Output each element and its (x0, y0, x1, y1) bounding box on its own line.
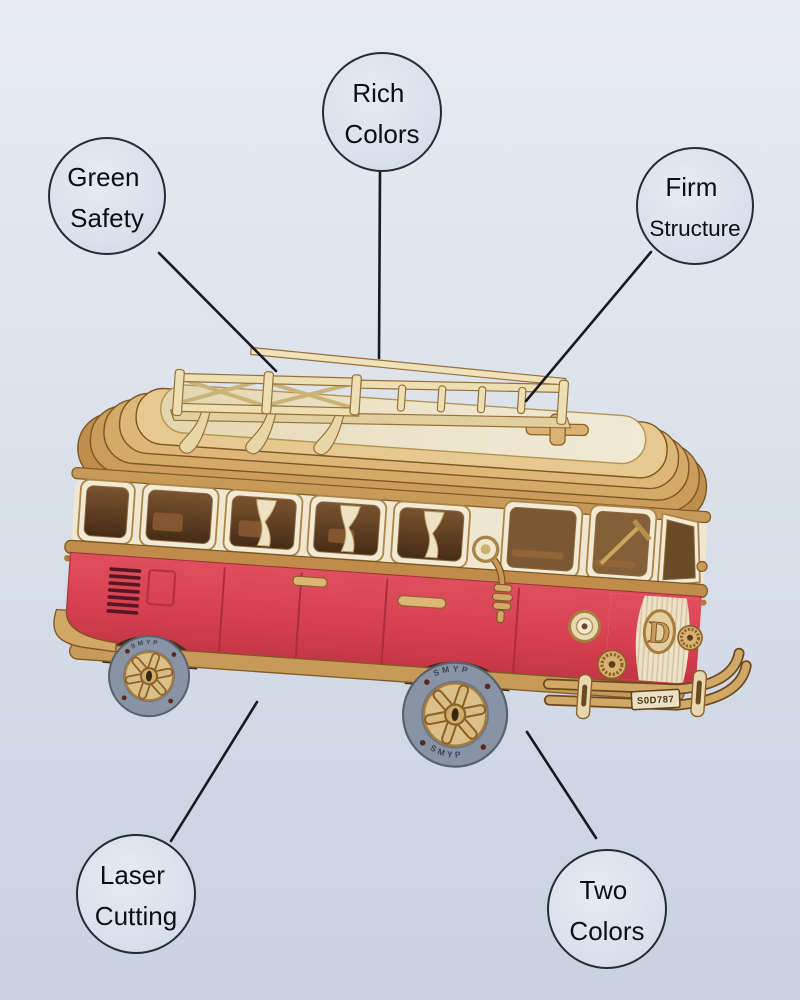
callout-line-green-safety (157, 251, 278, 373)
rear-bumper (53, 608, 117, 653)
callout-line-two-colors (525, 730, 598, 840)
callout-circle (547, 849, 667, 969)
callout-line-laser-cutting (169, 700, 259, 843)
door-handle-rear (292, 575, 328, 588)
emblem-letter: D (647, 614, 672, 650)
side-windows (77, 478, 701, 587)
svg-text:Green Safety: Green Safety (67, 162, 147, 233)
front-wheel: SMYP SMYP (401, 661, 509, 768)
callout-line-firm-structure (524, 250, 653, 403)
svg-text:Laser Cutting: Laser Cutting (95, 860, 177, 931)
louver-vents (106, 567, 142, 615)
callout-laser-cutting: Laser Cutting (76, 834, 196, 954)
front-emblem: D (642, 609, 676, 655)
license-plate: S0D787 (630, 688, 681, 711)
license-plate-text: S0D787 (637, 694, 675, 707)
front-bumper: S0D787 (542, 647, 752, 720)
callout-circle (76, 834, 196, 954)
roof-rack (169, 346, 572, 456)
roof-rack-legs (179, 406, 346, 456)
rear-wheel: SMYP (108, 635, 191, 718)
callout-bubbles: Rich Colors Green Safety Firm Structure … (48, 52, 754, 969)
svg-text:Firm Structure: Firm Structure (649, 172, 740, 241)
svg-text:Two Colors: Two Colors (569, 875, 644, 946)
callout-line-rich-colors (377, 169, 382, 360)
headlight-left (568, 609, 602, 643)
roof-rack-rail-left (171, 368, 362, 417)
headlight-right-knurled (677, 624, 703, 651)
door-seams (217, 567, 521, 676)
callout-circle (48, 137, 166, 255)
callout-lines (157, 169, 653, 843)
foglight-knurled (597, 649, 627, 680)
engraved-emblem-square (146, 569, 177, 607)
svg-text:Rich Colors: Rich Colors (344, 78, 419, 149)
corner-knob (696, 560, 708, 573)
window-curtains (256, 498, 445, 559)
callout-circle (322, 52, 442, 172)
callout-firm-structure: Firm Structure (636, 147, 754, 265)
callout-circle (636, 147, 754, 265)
windshield-wiper (599, 519, 652, 565)
camper-van-illustration: D (53, 346, 752, 768)
callout-green-safety: Green Safety (48, 137, 166, 255)
side-mirror (471, 535, 513, 624)
callout-rich-colors: Rich Colors (322, 52, 442, 172)
front-face: D (568, 560, 708, 684)
door-handle-sliding (397, 595, 447, 609)
callout-two-colors: Two Colors (547, 849, 667, 969)
